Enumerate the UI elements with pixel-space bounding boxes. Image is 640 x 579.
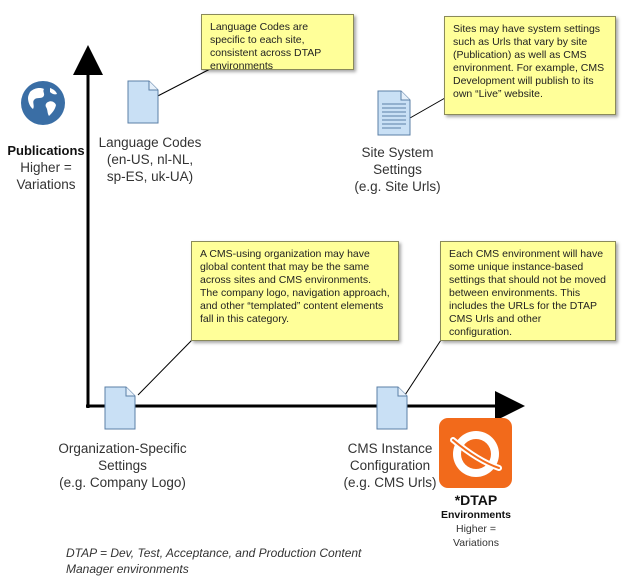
label-language-codes: Language Codes (en-US, nl-NL, sp-ES, uk-… xyxy=(90,134,210,185)
connector-site-settings xyxy=(409,97,446,119)
label-org-settings: Organization-Specific Settings (e.g. Com… xyxy=(45,440,200,491)
note-cms-instance: Each CMS environment will have some uniq… xyxy=(440,241,616,341)
label-org-settings-line1: Organization-Specific xyxy=(58,441,187,456)
label-language-codes-line2: (en-US, nl-NL, xyxy=(106,152,194,167)
label-org-settings-line3: (e.g. Company Logo) xyxy=(59,475,186,490)
document-icon-org-settings xyxy=(104,386,136,435)
connector-org-settings xyxy=(137,339,193,396)
x-axis-subtitle-3: Variations xyxy=(453,537,499,549)
connector-cms-instance xyxy=(404,339,442,396)
label-language-codes-line1: Language Codes xyxy=(98,135,202,150)
y-axis-title: Publications xyxy=(7,143,85,158)
footnote: DTAP = Dev, Test, Acceptance, and Produc… xyxy=(66,545,426,577)
label-site-settings-line3: (e.g. Site Urls) xyxy=(354,179,441,194)
globe-icon xyxy=(20,80,66,126)
label-cms-instance-line1: CMS Instance xyxy=(347,441,433,456)
y-axis-subtitle-1: Higher = xyxy=(20,160,72,175)
footnote-line2: Manager environments xyxy=(66,562,189,576)
label-cms-instance-line2: Configuration xyxy=(349,458,431,473)
note-site-settings: Sites may have system settings such as U… xyxy=(444,16,616,115)
footnote-line1: DTAP = Dev, Test, Acceptance, and Produc… xyxy=(66,546,362,560)
label-cms-instance: CMS Instance Configuration (e.g. CMS Url… xyxy=(330,440,450,491)
cms-logo-icon xyxy=(439,418,512,488)
document-icon-language-codes xyxy=(127,80,159,129)
label-cms-instance-line3: (e.g. CMS Urls) xyxy=(343,475,437,490)
label-site-settings-line1: Site System xyxy=(361,145,434,160)
label-site-settings: Site System Settings (e.g. Site Urls) xyxy=(340,144,455,195)
x-axis-subtitle-2: Higher = xyxy=(456,523,496,535)
note-language-codes: Language Codes are specific to each site… xyxy=(201,14,354,72)
label-site-settings-line2: Settings xyxy=(373,162,422,177)
x-axis-title: *DTAP xyxy=(454,492,498,508)
label-language-codes-line3: sp-ES, uk-UA) xyxy=(106,169,194,184)
note-org-settings: A CMS-using organization may have global… xyxy=(191,241,399,341)
document-icon-site-settings xyxy=(377,90,411,141)
label-org-settings-line2: Settings xyxy=(98,458,147,473)
connector-language-codes xyxy=(149,67,213,101)
x-axis-subtitle: Environments xyxy=(440,509,511,521)
document-icon-cms-instance xyxy=(376,386,408,435)
y-axis-subtitle-2: Variations xyxy=(16,177,76,192)
